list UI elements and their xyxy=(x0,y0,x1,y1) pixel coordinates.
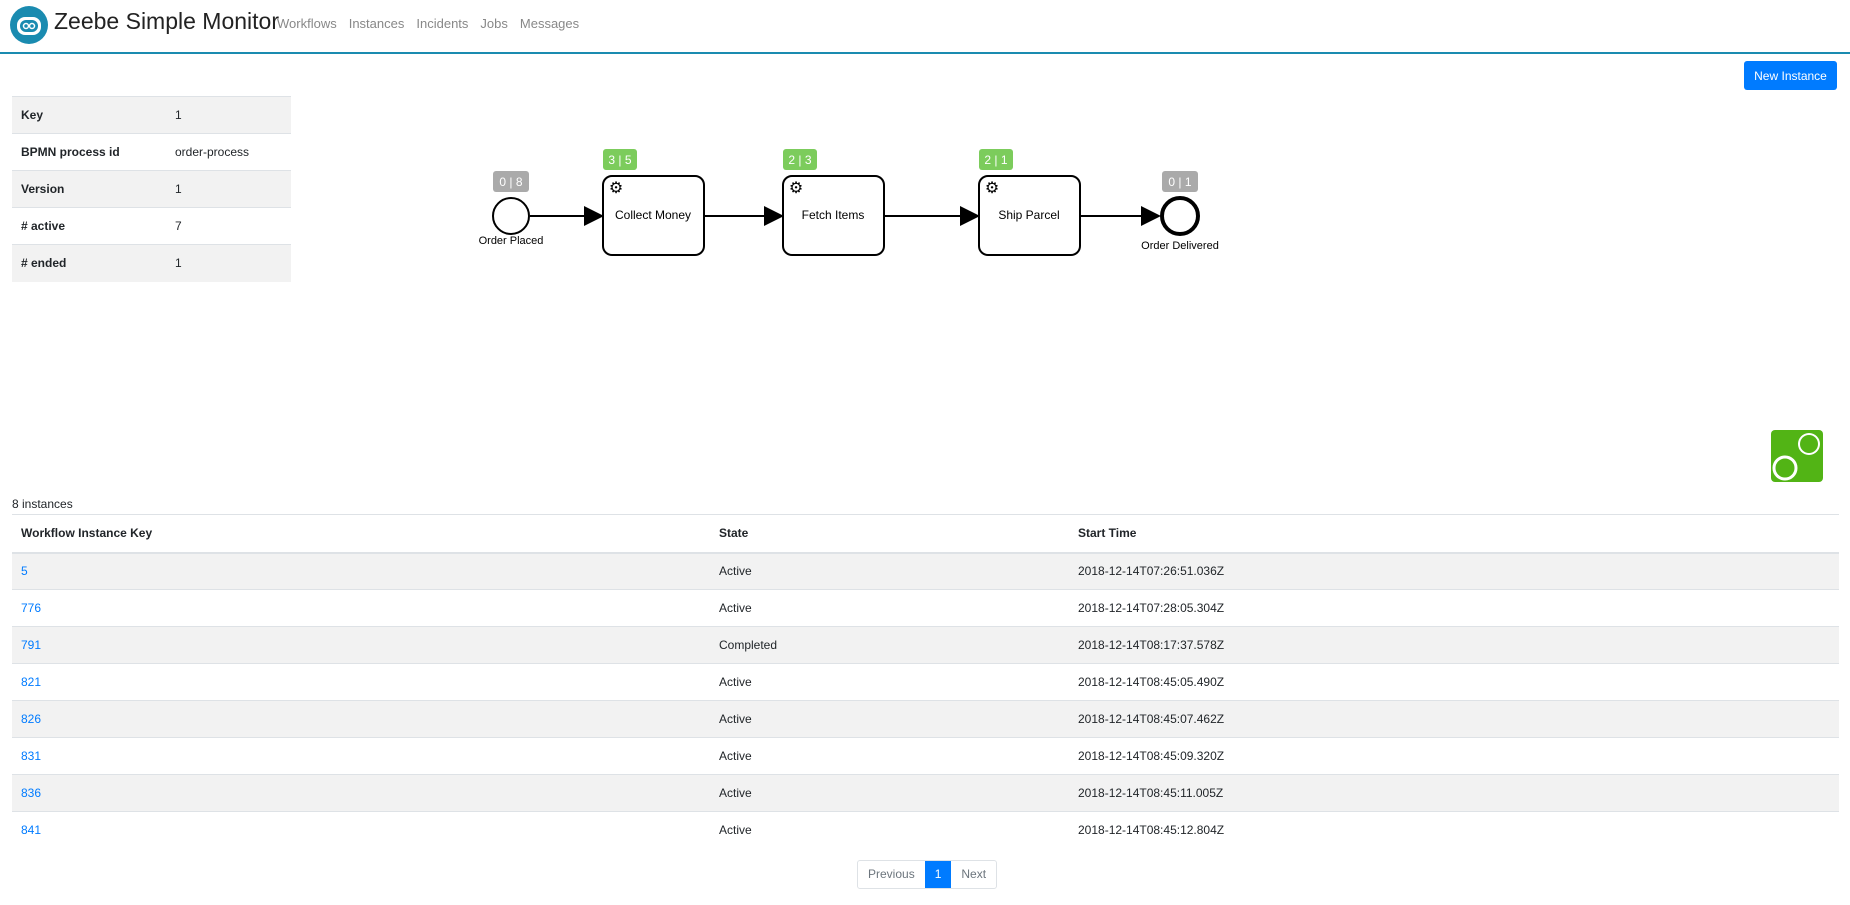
instance-key-link[interactable]: 5 xyxy=(21,564,28,579)
start-event-label: Order Placed xyxy=(479,235,544,247)
column-header-start-time[interactable]: Start Time xyxy=(1069,514,1839,554)
info-value: order-process xyxy=(166,133,291,171)
instance-key-link[interactable]: 776 xyxy=(21,601,42,615)
end-event-badge: 0 | 1 xyxy=(1168,175,1191,189)
pagination-next[interactable]: Next xyxy=(961,867,987,881)
info-key: # ended xyxy=(12,244,166,282)
service-task-gear-icon: ⚙ xyxy=(985,180,999,197)
instance-start-time: 2018-12-14T08:45:11.005Z xyxy=(1069,774,1839,812)
task-badge: 3 | 5 xyxy=(608,153,631,167)
instance-state: Active xyxy=(710,589,1069,627)
info-key: Key xyxy=(12,96,166,134)
instance-state: Active xyxy=(710,774,1069,812)
instance-start-time: 2018-12-14T07:28:05.304Z xyxy=(1069,589,1839,627)
bpmn-diagram: Order Placed 0 | 8 Collect Money ⚙ 3 | 5… xyxy=(479,149,1219,256)
info-value: 1 xyxy=(166,96,291,134)
instance-state: Completed xyxy=(710,626,1069,664)
end-event-label: Order Delivered xyxy=(1141,240,1219,252)
service-task-gear-icon: ⚙ xyxy=(789,180,803,197)
task-badge: 2 | 3 xyxy=(788,153,811,167)
instance-state: Active xyxy=(710,552,1069,590)
start-event-badge: 0 | 8 xyxy=(499,175,522,189)
nav-instances[interactable]: Instances xyxy=(348,16,405,31)
task-label: Ship Parcel xyxy=(998,208,1059,222)
instance-state: Active xyxy=(710,663,1069,701)
instance-state: Active xyxy=(710,700,1069,738)
instances-table: Workflow Instance Key State Start Time 5… xyxy=(12,514,1839,849)
pagination-page-1[interactable]: 1 xyxy=(924,861,952,888)
instance-state: Active xyxy=(710,811,1069,849)
task-badge: 2 | 1 xyxy=(984,153,1007,167)
instance-start-time: 2018-12-14T07:26:51.036Z xyxy=(1069,552,1839,590)
instance-key-link[interactable]: 826 xyxy=(21,712,42,726)
pagination: Previous 1 Next xyxy=(857,860,998,889)
column-header-key[interactable]: Workflow Instance Key xyxy=(12,514,710,554)
column-header-state[interactable]: State xyxy=(710,514,1069,554)
nav-workflows[interactable]: Workflows xyxy=(277,16,337,31)
instance-key-link[interactable]: 841 xyxy=(21,823,42,838)
instance-key-link[interactable]: 831 xyxy=(21,749,42,763)
instance-count: 8 instances xyxy=(12,497,73,511)
nav-incidents[interactable]: Incidents xyxy=(416,16,469,31)
info-value: 1 xyxy=(166,170,291,208)
new-instance-button[interactable]: New Instance xyxy=(1744,61,1837,90)
info-value: 7 xyxy=(166,207,291,245)
info-key: Version xyxy=(12,170,166,208)
service-task-gear-icon: ⚙ xyxy=(609,180,623,197)
info-key: # active xyxy=(12,207,166,245)
bpmn-io-logo-icon[interactable] xyxy=(1771,430,1823,482)
task-label: Collect Money xyxy=(615,208,691,222)
instance-key-link[interactable]: 791 xyxy=(21,638,42,652)
instance-key-link[interactable]: 836 xyxy=(21,786,42,800)
nav-jobs[interactable]: Jobs xyxy=(480,16,508,31)
instance-start-time: 2018-12-14T08:45:09.320Z xyxy=(1069,737,1839,775)
task-collect-money[interactable]: Collect Money ⚙ 3 | 5 xyxy=(602,149,705,256)
info-key: BPMN process id xyxy=(12,133,166,171)
task-label: Fetch Items xyxy=(802,208,865,222)
instance-key-link[interactable]: 821 xyxy=(21,675,42,689)
instance-start-time: 2018-12-14T08:17:37.578Z xyxy=(1069,626,1839,664)
navbar: Zeebe Simple Monitor Workflows Instances… xyxy=(0,0,1850,54)
nav-messages[interactable]: Messages xyxy=(519,16,580,31)
instance-start-time: 2018-12-14T08:45:05.490Z xyxy=(1069,663,1839,701)
brand-title[interactable]: Zeebe Simple Monitor xyxy=(54,8,279,34)
start-event[interactable]: Order Placed 0 | 8 xyxy=(479,171,544,247)
task-fetch-items[interactable]: Fetch Items ⚙ 2 | 3 xyxy=(782,149,885,256)
task-ship-parcel[interactable]: Ship Parcel ⚙ 2 | 1 xyxy=(978,149,1081,256)
zeebe-logo-icon[interactable] xyxy=(9,5,49,45)
pagination-previous[interactable]: Previous xyxy=(868,867,915,881)
instance-start-time: 2018-12-14T08:45:07.462Z xyxy=(1069,700,1839,738)
instance-state: Active xyxy=(710,737,1069,775)
instance-start-time: 2018-12-14T08:45:12.804Z xyxy=(1069,811,1839,849)
info-value: 1 xyxy=(166,244,291,282)
end-event[interactable]: Order Delivered 0 | 1 xyxy=(1141,171,1219,252)
